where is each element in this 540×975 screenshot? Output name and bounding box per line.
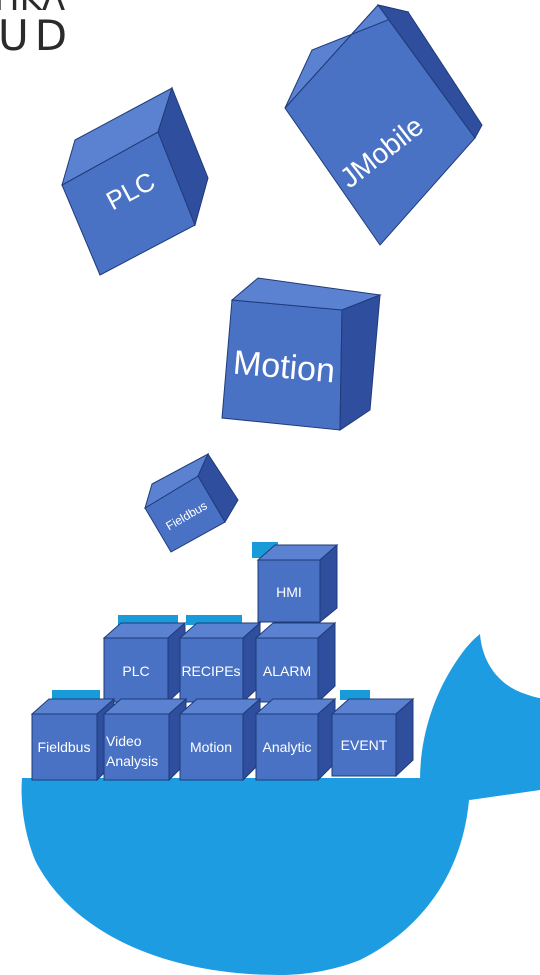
stack-cube-plc: PLC xyxy=(104,623,185,702)
stack-cube-video-analysis: Video Analysis xyxy=(104,699,186,780)
stack-label-analysis: Analysis xyxy=(106,753,158,769)
stack-cube-fieldbus: Fieldbus xyxy=(32,699,114,780)
stack-label-motion: Motion xyxy=(190,739,232,755)
stack-cube-alarm: ALARM xyxy=(256,623,335,702)
stack-label-alarm: ALARM xyxy=(263,663,311,679)
stack-label-event: EVENT xyxy=(341,737,388,753)
stack-label-video: Video xyxy=(106,733,142,749)
whale-body xyxy=(22,778,470,975)
flying-cube-plc: PLC xyxy=(62,88,208,275)
flying-cube-fieldbus: Fieldbus xyxy=(145,454,238,552)
flying-cube-motion: Motion xyxy=(222,278,380,430)
stack-cube-recipes: RECIPEs xyxy=(180,623,260,702)
whale-tail xyxy=(420,634,540,800)
stack-label-recipes: RECIPEs xyxy=(181,663,240,679)
stack-label-hmi: HMI xyxy=(276,584,302,600)
stack-label-fieldbus: Fieldbus xyxy=(38,739,91,755)
flying-cube-jmobile: JMobile xyxy=(285,5,482,245)
stack-label-analytic: Analytic xyxy=(262,739,311,755)
stack-cube-hmi: HMI xyxy=(258,545,337,622)
stack-cube-analytic: Analytic xyxy=(256,699,335,780)
stack-cube-motion: Motion xyxy=(180,699,260,780)
stack-label-plc: PLC xyxy=(122,663,149,679)
stack-cube-event: EVENT xyxy=(332,699,413,776)
logo-text-bottom: UD xyxy=(0,11,73,60)
